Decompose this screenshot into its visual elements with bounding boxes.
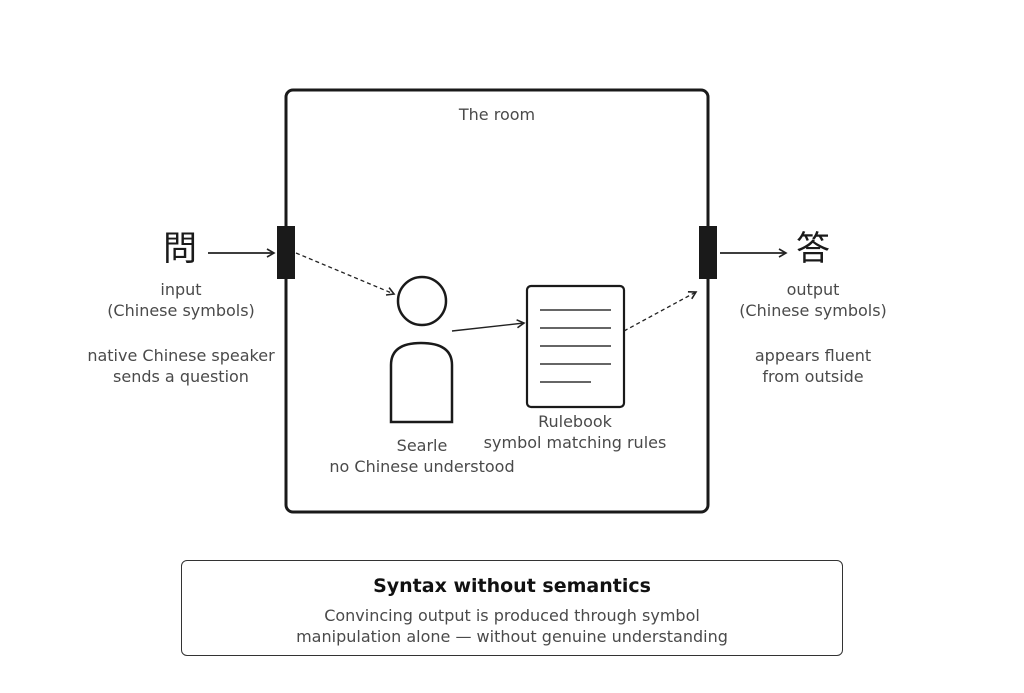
summary-box: Syntax without semantics Convincing outp… — [181, 560, 843, 656]
input-slot — [277, 226, 295, 279]
summary-text: Convincing output is produced through sy… — [182, 605, 842, 647]
output-label-sub: (Chinese symbols) — [739, 301, 887, 320]
dashed-arrow-to-output — [623, 291, 698, 332]
input-label: input — [160, 280, 202, 299]
summary-title: Syntax without semantics — [373, 575, 651, 597]
input-note-sub: sends a question — [113, 367, 249, 386]
dashed-arrow-to-searle — [295, 252, 396, 296]
rulebook-note: symbol matching rules — [483, 433, 667, 452]
rulebook-label: Rulebook — [538, 412, 612, 431]
output-glyph: 答 — [796, 229, 830, 269]
room-box — [284, 88, 710, 514]
room-label: The room — [458, 105, 536, 124]
input-glyph: 問 — [163, 229, 197, 269]
arrow-to-rulebook — [451, 319, 526, 332]
summary-line: Convincing output is produced through sy… — [324, 606, 700, 625]
output-slot — [699, 226, 717, 279]
searle-note: no Chinese understood — [329, 457, 515, 476]
searle-body — [389, 341, 454, 424]
summary-line: manipulation alone — without genuine und… — [296, 627, 728, 646]
output-note: appears fluent — [754, 346, 872, 365]
input-label-sub: (Chinese symbols) — [107, 301, 255, 320]
searle-head — [396, 275, 448, 327]
output-label: output — [786, 280, 840, 299]
output-note-sub: from outside — [762, 367, 864, 386]
searle-label: Searle — [396, 436, 448, 455]
input-note: native Chinese speaker — [87, 346, 275, 365]
